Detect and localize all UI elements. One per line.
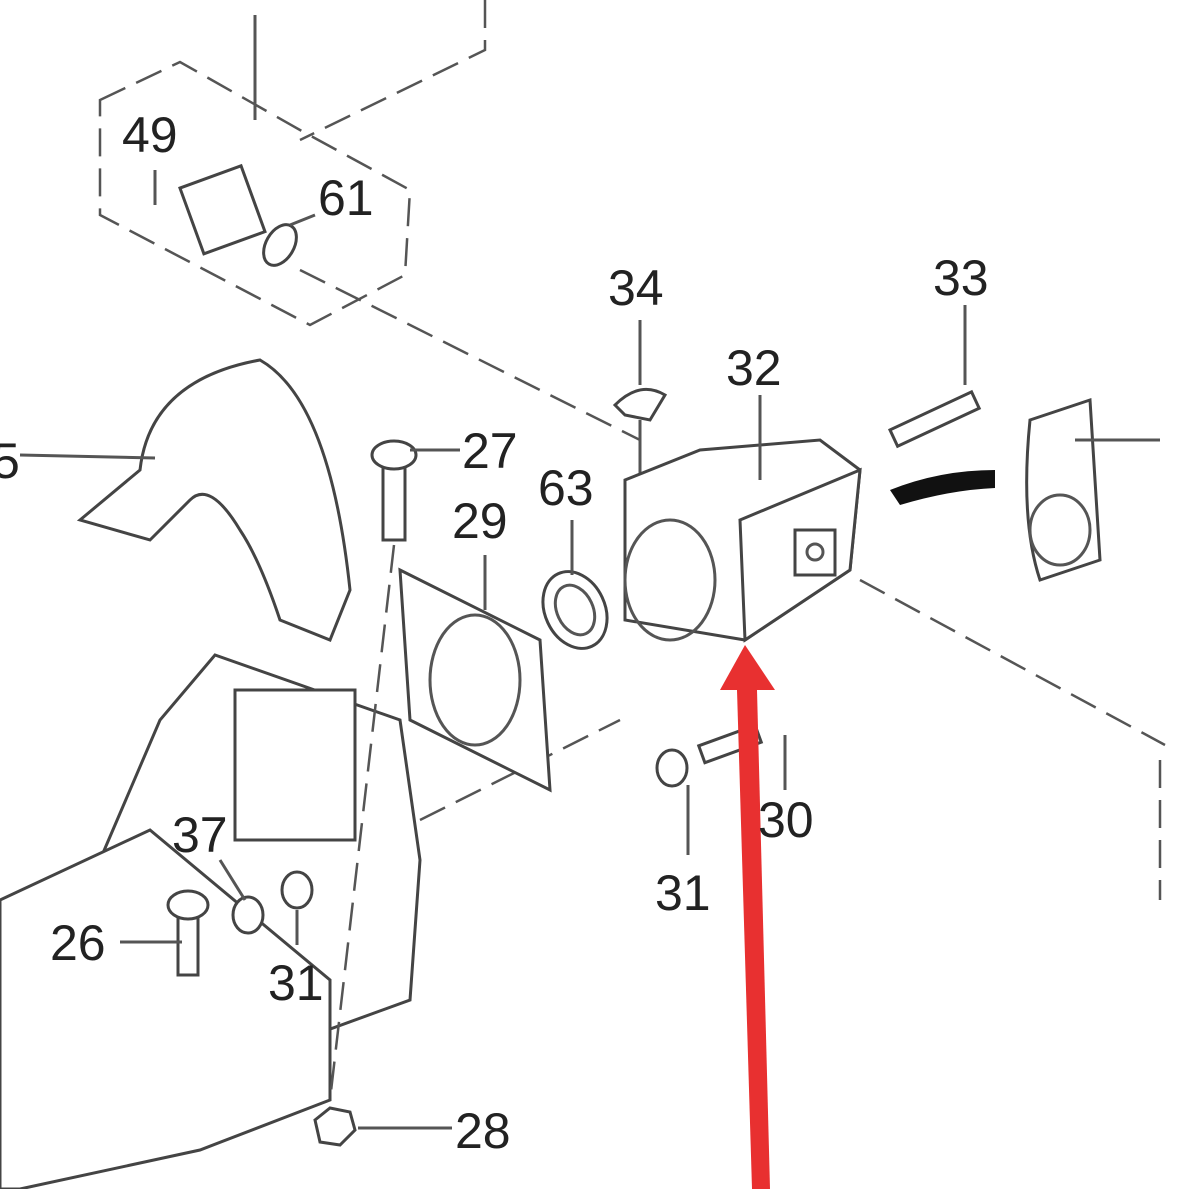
callout-32: 32 [726, 340, 782, 396]
part-63-seal [541, 570, 609, 650]
highlight-arrow [720, 645, 775, 1189]
callout-28: 28 [455, 1103, 511, 1159]
callout-29: 29 [452, 493, 508, 549]
callout-26: 26 [50, 915, 106, 971]
callout-31: 31 [655, 865, 711, 921]
part-37-nut [231, 895, 265, 935]
part-28-nut [313, 1106, 357, 1147]
part-5-shield [76, 358, 352, 642]
callout-34: 34 [608, 260, 664, 316]
mounting-bracket-window [233, 688, 357, 842]
part-34-key [612, 387, 668, 422]
callout-37: 37 [172, 807, 228, 863]
callout-33: 33 [933, 250, 989, 306]
callout-27: 27 [462, 423, 518, 479]
part-33-bolt [887, 389, 982, 449]
part-31-washer-lower [280, 870, 314, 910]
assembly-leader [299, 0, 1166, 900]
callout-31-lower: 31 [268, 955, 324, 1011]
callout-group-outline [98, 60, 412, 327]
part-31-washer [655, 748, 689, 788]
callout-63: 63 [538, 460, 594, 516]
part-49-plate [178, 163, 267, 256]
direction-arrow-icon [890, 470, 995, 505]
callout-30: 30 [758, 792, 814, 848]
part-27-bolt [381, 458, 407, 542]
part-29-gasket [398, 567, 552, 793]
part-26-bolt-head [166, 889, 210, 921]
callout-5: 5 [0, 433, 20, 489]
part-27-bolt-head [370, 439, 418, 471]
callout-49: 49 [122, 107, 178, 163]
part-32-hydraulic-pump [623, 438, 862, 643]
callout-61: 61 [318, 170, 374, 226]
